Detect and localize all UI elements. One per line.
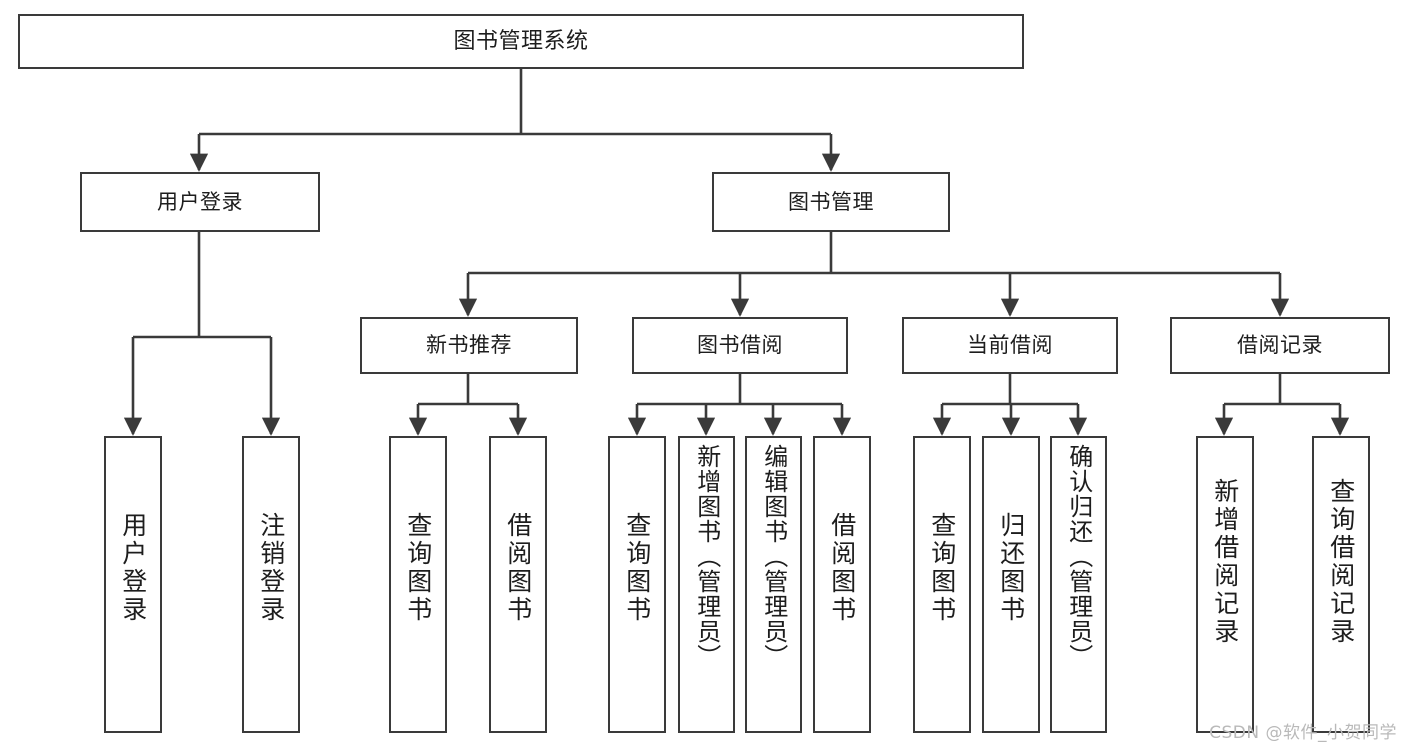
node-leaf-user-login-label: 用户登录 (118, 512, 148, 624)
node-user-login[interactable]: 用户登录 (80, 172, 320, 232)
node-leaf-query-record-label: 查询借阅记录 (1326, 478, 1356, 646)
node-leaf-confirm-return[interactable]: 确认归还（管理员） (1050, 436, 1107, 733)
node-leaf-add-book-label: 新增图书（管理员） (692, 444, 721, 669)
node-leaf-user-login[interactable]: 用户登录 (104, 436, 162, 733)
node-root-system-label: 图书管理系统 (453, 28, 589, 54)
node-leaf-query-book-3-label: 查询图书 (927, 512, 957, 624)
node-book-manage[interactable]: 图书管理 (712, 172, 950, 232)
node-leaf-borrow-book-2[interactable]: 借阅图书 (813, 436, 871, 733)
node-book-borrow-label: 图书借阅 (697, 333, 783, 358)
node-leaf-return-book[interactable]: 归还图书 (982, 436, 1040, 733)
node-current-borrow[interactable]: 当前借阅 (902, 317, 1118, 374)
node-book-manage-label: 图书管理 (788, 189, 874, 214)
node-leaf-borrow-book-1-label: 借阅图书 (503, 512, 533, 624)
node-leaf-borrow-book-1[interactable]: 借阅图书 (489, 436, 547, 733)
node-leaf-query-record[interactable]: 查询借阅记录 (1312, 436, 1370, 733)
node-leaf-query-book-2[interactable]: 查询图书 (608, 436, 666, 733)
node-leaf-edit-book[interactable]: 编辑图书（管理员） (745, 436, 802, 733)
node-borrow-record[interactable]: 借阅记录 (1170, 317, 1390, 374)
node-leaf-query-book-1[interactable]: 查询图书 (389, 436, 447, 733)
node-leaf-edit-book-label: 编辑图书（管理员） (759, 444, 788, 669)
node-current-borrow-label: 当前借阅 (967, 333, 1053, 358)
node-book-borrow[interactable]: 图书借阅 (632, 317, 848, 374)
node-borrow-record-label: 借阅记录 (1237, 333, 1323, 358)
node-root-system[interactable]: 图书管理系统 (18, 14, 1024, 69)
node-leaf-add-book[interactable]: 新增图书（管理员） (678, 436, 735, 733)
node-leaf-query-book-3[interactable]: 查询图书 (913, 436, 971, 733)
node-new-book-recommend[interactable]: 新书推荐 (360, 317, 578, 374)
node-user-login-label: 用户登录 (157, 189, 243, 214)
node-leaf-user-logout-label: 注销登录 (256, 512, 286, 624)
node-new-book-recommend-label: 新书推荐 (426, 333, 512, 358)
node-leaf-add-record[interactable]: 新增借阅记录 (1196, 436, 1254, 733)
node-leaf-user-logout[interactable]: 注销登录 (242, 436, 300, 733)
node-leaf-query-book-1-label: 查询图书 (403, 512, 433, 624)
node-leaf-confirm-return-label: 确认归还（管理员） (1064, 444, 1093, 669)
node-leaf-borrow-book-2-label: 借阅图书 (827, 512, 857, 624)
csdn-watermark: CSDN @软件_小贺同学 (1209, 723, 1397, 743)
node-leaf-add-record-label: 新增借阅记录 (1210, 478, 1240, 646)
node-leaf-return-book-label: 归还图书 (996, 512, 1026, 624)
node-leaf-query-book-2-label: 查询图书 (622, 512, 652, 624)
